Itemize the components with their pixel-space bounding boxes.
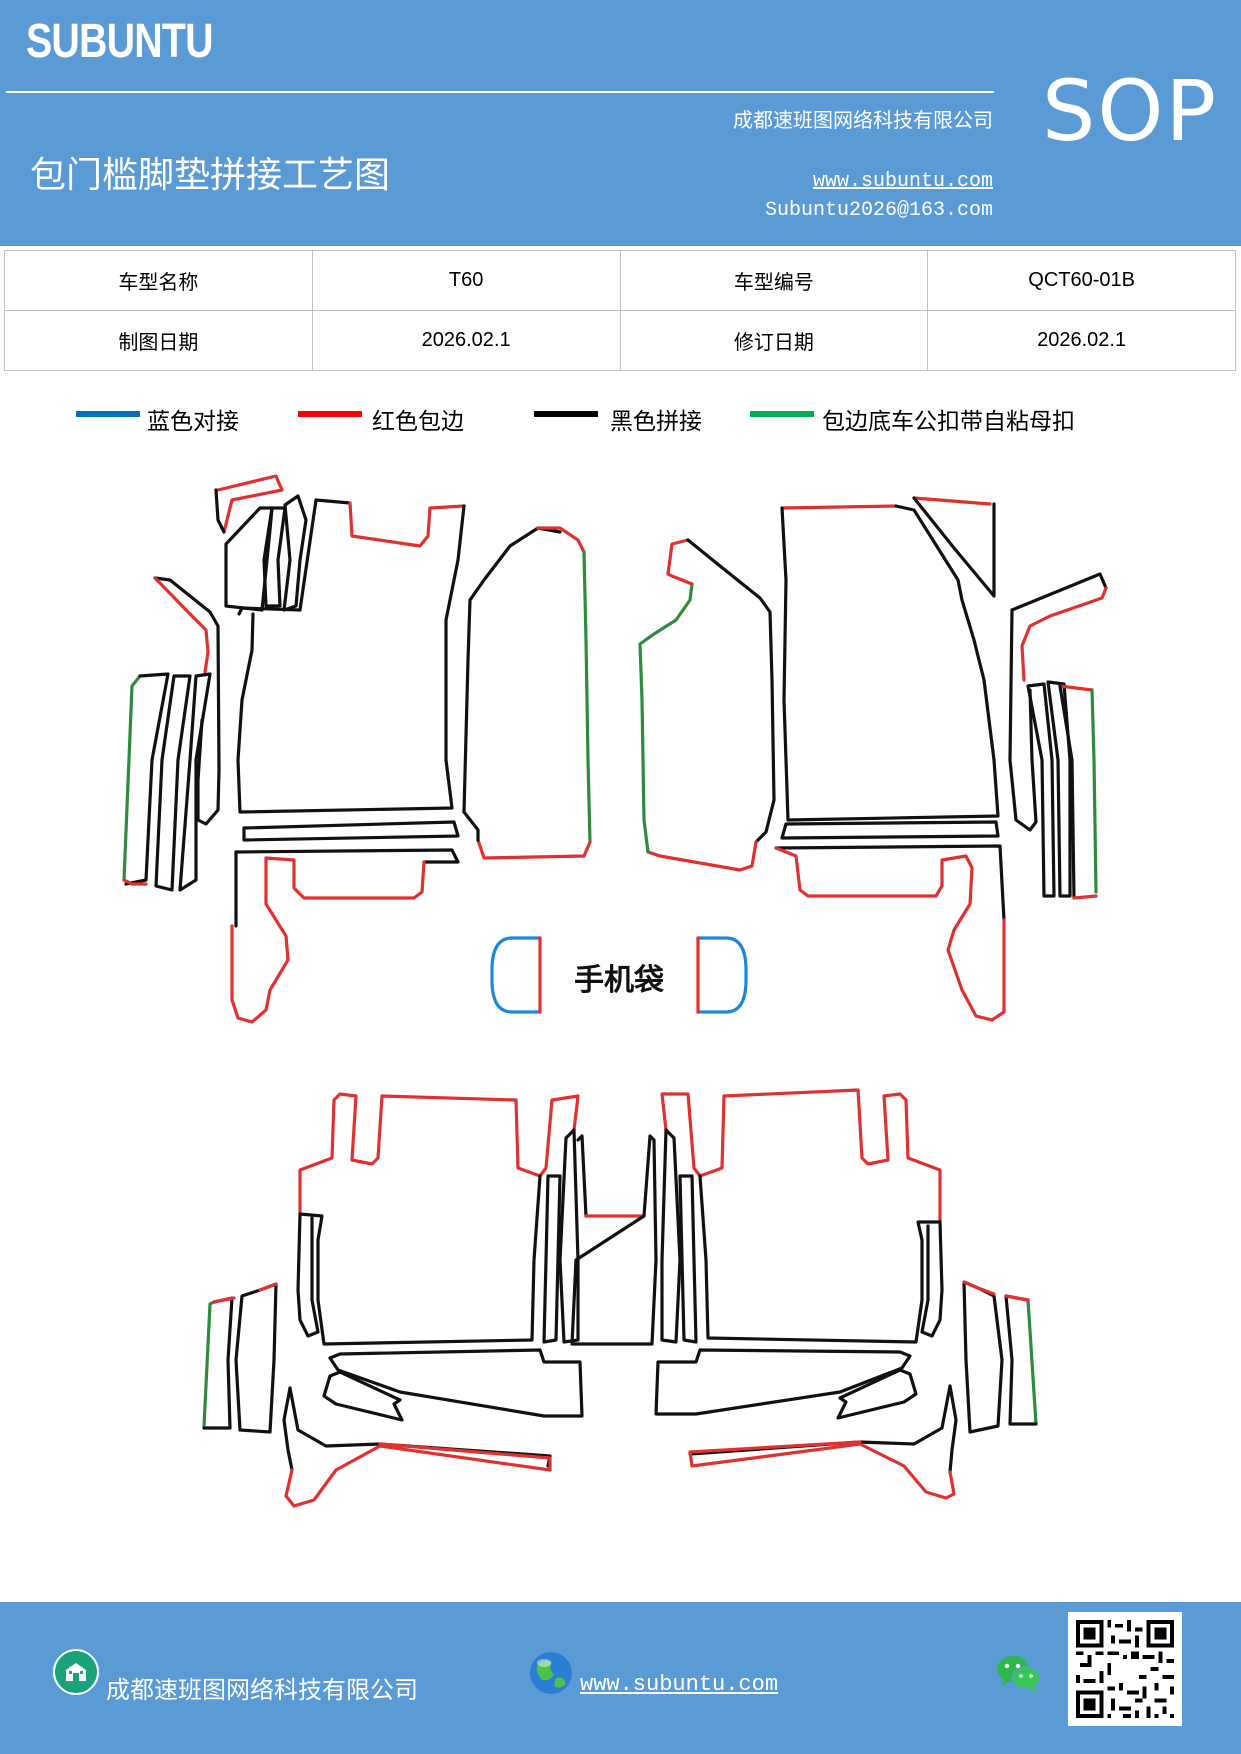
legend-label-blue: 蓝色对接 — [147, 409, 239, 435]
legend: 蓝色对接 红色包边 黑色拼接 包边底车公扣带自粘母扣 — [0, 402, 1241, 435]
front-right-mat — [638, 496, 1108, 1022]
revise-date-label: 修订日期 — [619, 310, 929, 371]
model-name-value: T60 — [311, 250, 621, 311]
legend-swatch-red — [298, 411, 362, 417]
model-code-value: QCT60-01B — [927, 250, 1236, 311]
globe-icon — [530, 1652, 572, 1694]
rear-left-mat — [202, 1092, 658, 1508]
building-icon — [53, 1649, 99, 1695]
table-row: 制图日期 2026.02.1 修订日期 2026.02.1 — [4, 310, 1236, 371]
header-banner: SUBUNTU 成都速班图网络科技有限公司 包门槛脚垫拼接工艺图 www.sub… — [0, 0, 1241, 246]
model-name-label: 车型名称 — [4, 250, 313, 311]
phone-pockets: 手机袋 — [490, 936, 748, 1014]
legend-label-black: 黑色拼接 — [610, 409, 702, 435]
rear-right-mat — [654, 1088, 1038, 1500]
draw-date-value: 2026.02.1 — [311, 310, 621, 371]
header-email: Subuntu2026@163.com — [764, 199, 993, 222]
header-website-link[interactable]: www.subuntu.com — [812, 170, 993, 193]
table-row: 车型名称 T60 车型编号 QCT60-01B — [4, 250, 1236, 311]
sop-badge: SOP — [1042, 62, 1219, 160]
draw-date-label: 制图日期 — [4, 310, 313, 371]
legend-label-green: 包边底车公扣带自粘母扣 — [822, 409, 1075, 435]
header-divider — [6, 91, 994, 93]
model-code-label: 车型编号 — [619, 250, 929, 311]
legend-swatch-blue — [76, 411, 140, 417]
info-table: 车型名称 T60 车型编号 QCT60-01B 制图日期 2026.02.1 修… — [4, 250, 1236, 371]
footer-website-link[interactable]: www.subuntu.com — [580, 1672, 779, 1697]
footer-company: 成都速班图网络科技有限公司 — [106, 1676, 418, 1704]
qr-code[interactable] — [1068, 1612, 1182, 1726]
legend-label-red: 红色包边 — [372, 409, 464, 435]
phone-pocket-label: 手机袋 — [574, 963, 664, 998]
legend-swatch-green — [750, 411, 814, 417]
revise-date-value: 2026.02.1 — [927, 310, 1236, 371]
floor-mat-diagram: 手机袋 — [122, 474, 1108, 1508]
footer-banner: 成都速班图网络科技有限公司 www.subuntu.com — [0, 1602, 1241, 1754]
wechat-icon — [997, 1656, 1041, 1692]
page-title: 包门槛脚垫拼接工艺图 — [30, 155, 391, 196]
front-left-mat — [122, 474, 592, 1024]
legend-swatch-black — [534, 411, 598, 417]
header-company: 成都速班图网络科技有限公司 — [733, 108, 993, 132]
brand-logo: SUBUNTU — [26, 15, 213, 68]
